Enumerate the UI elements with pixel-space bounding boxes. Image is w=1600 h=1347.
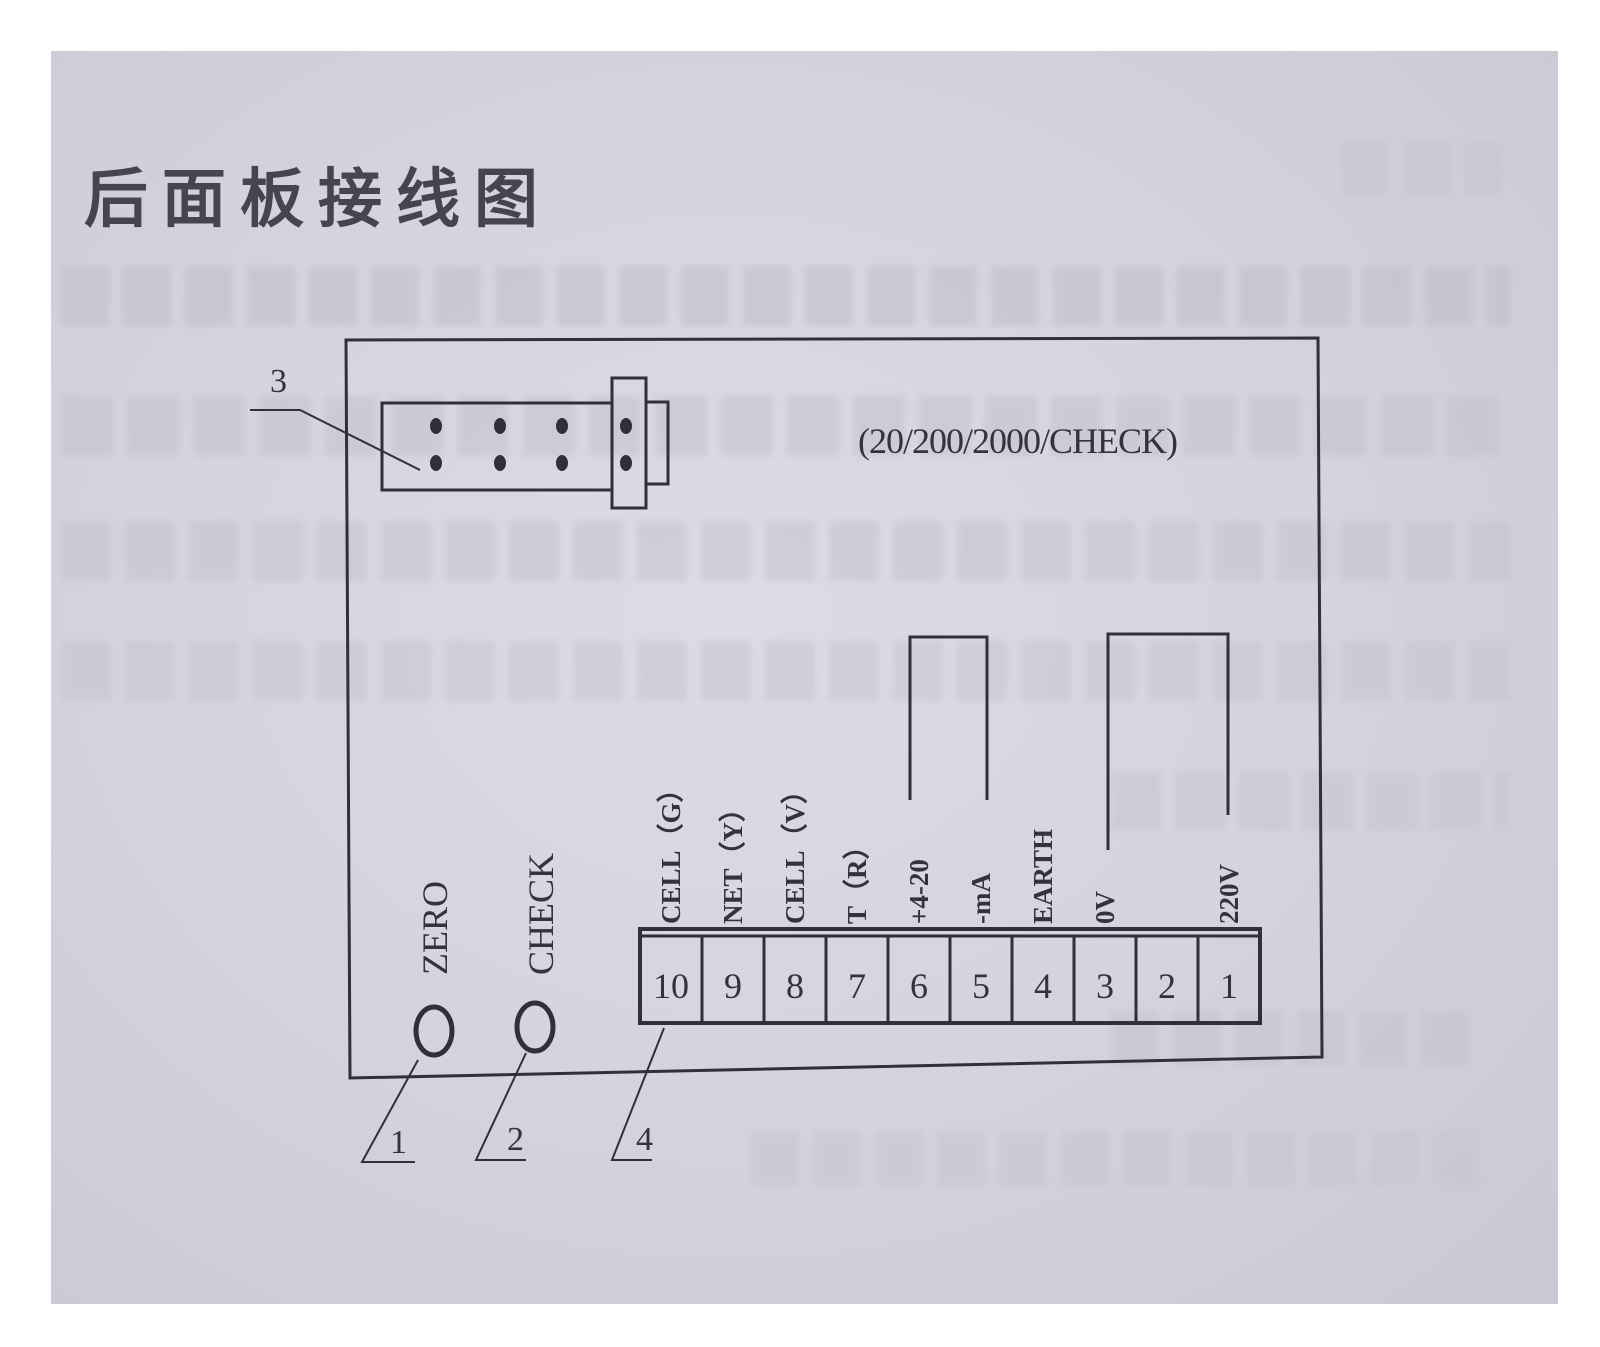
terminal-4[interactable]: 4 EARTH <box>1010 829 1058 1023</box>
callout-4-label: 4 <box>636 1121 653 1158</box>
bleed-through-line <box>1341 141 1501 196</box>
jumper-4-20ma <box>908 635 989 800</box>
zero-knob-label: ZERO <box>415 881 455 975</box>
terminal-number: 3 <box>1096 966 1114 1006</box>
terminal-number: 6 <box>910 966 928 1006</box>
terminal-label: 0V <box>1090 891 1120 925</box>
terminal-number: 9 <box>724 966 742 1006</box>
callout-1-leader <box>360 1059 419 1163</box>
terminal-10[interactable]: 10 CELL（G） <box>653 775 689 1006</box>
check-knob-label: CHECK <box>521 853 561 975</box>
callout-3-label: 3 <box>270 363 287 400</box>
terminal-number: 7 <box>848 966 866 1006</box>
bleed-through-line <box>61 521 1511 581</box>
callout-3-leader <box>299 409 421 471</box>
terminal-label: CELL（G） <box>656 775 686 924</box>
rear-panel-outline <box>344 336 1324 1080</box>
terminal-label: CELL（V） <box>780 777 810 924</box>
terminal-label: T（R） <box>842 832 872 924</box>
terminal-2[interactable]: 2 <box>1134 936 1176 1023</box>
terminal-1[interactable]: 1 220V <box>1196 864 1244 1024</box>
range-label: (20/200/2000/CHECK) <box>858 421 1177 461</box>
bleed-through-line <box>1111 771 1511 831</box>
callout-2-label: 2 <box>507 1121 524 1158</box>
terminal-9[interactable]: 9 NET（Y） <box>700 795 748 1023</box>
zero-knob[interactable] <box>413 1004 455 1058</box>
terminal-3[interactable]: 3 0V <box>1072 891 1120 1024</box>
connector-pins <box>430 418 632 471</box>
callout-4-leader <box>610 1027 665 1161</box>
terminal-number: 4 <box>1034 966 1052 1006</box>
terminal-label: NET（Y） <box>718 795 748 924</box>
page-title: 后面板接线图 <box>84 163 552 237</box>
bleed-through-line <box>61 641 1511 701</box>
jumper-power <box>1106 632 1230 850</box>
callout-2-leader <box>474 1052 527 1161</box>
terminal-label: -mA <box>966 873 996 924</box>
terminal-number: 8 <box>786 966 804 1006</box>
bleed-through-line <box>61 266 1511 326</box>
connector-block <box>380 376 670 510</box>
terminal-5[interactable]: 5 -mA <box>948 873 996 1023</box>
bleed-through-line <box>751 1131 1491 1186</box>
terminal-8[interactable]: 8 CELL（V） <box>762 777 810 1023</box>
check-knob[interactable] <box>514 1000 556 1054</box>
terminal-label: 220V <box>1214 864 1244 925</box>
terminal-label: EARTH <box>1028 829 1058 924</box>
terminal-cells: 10 CELL（G） 9 NET（Y） 8 CELL（V） 7 T（R） 6 +4-20 5 -mA 4… <box>653 775 1244 1023</box>
terminal-7[interactable]: 7 T（R） <box>824 832 872 1023</box>
terminal-number: 2 <box>1158 966 1176 1006</box>
terminal-number: 10 <box>653 966 689 1006</box>
terminal-number: 5 <box>972 966 990 1006</box>
terminal-label: +4-20 <box>904 859 934 924</box>
photo-background <box>51 51 1558 1304</box>
terminal-6[interactable]: 6 +4-20 <box>886 859 934 1023</box>
bleed-through-line <box>61 396 1511 456</box>
terminal-number: 1 <box>1220 966 1238 1006</box>
callout-1-label: 1 <box>390 1124 407 1161</box>
